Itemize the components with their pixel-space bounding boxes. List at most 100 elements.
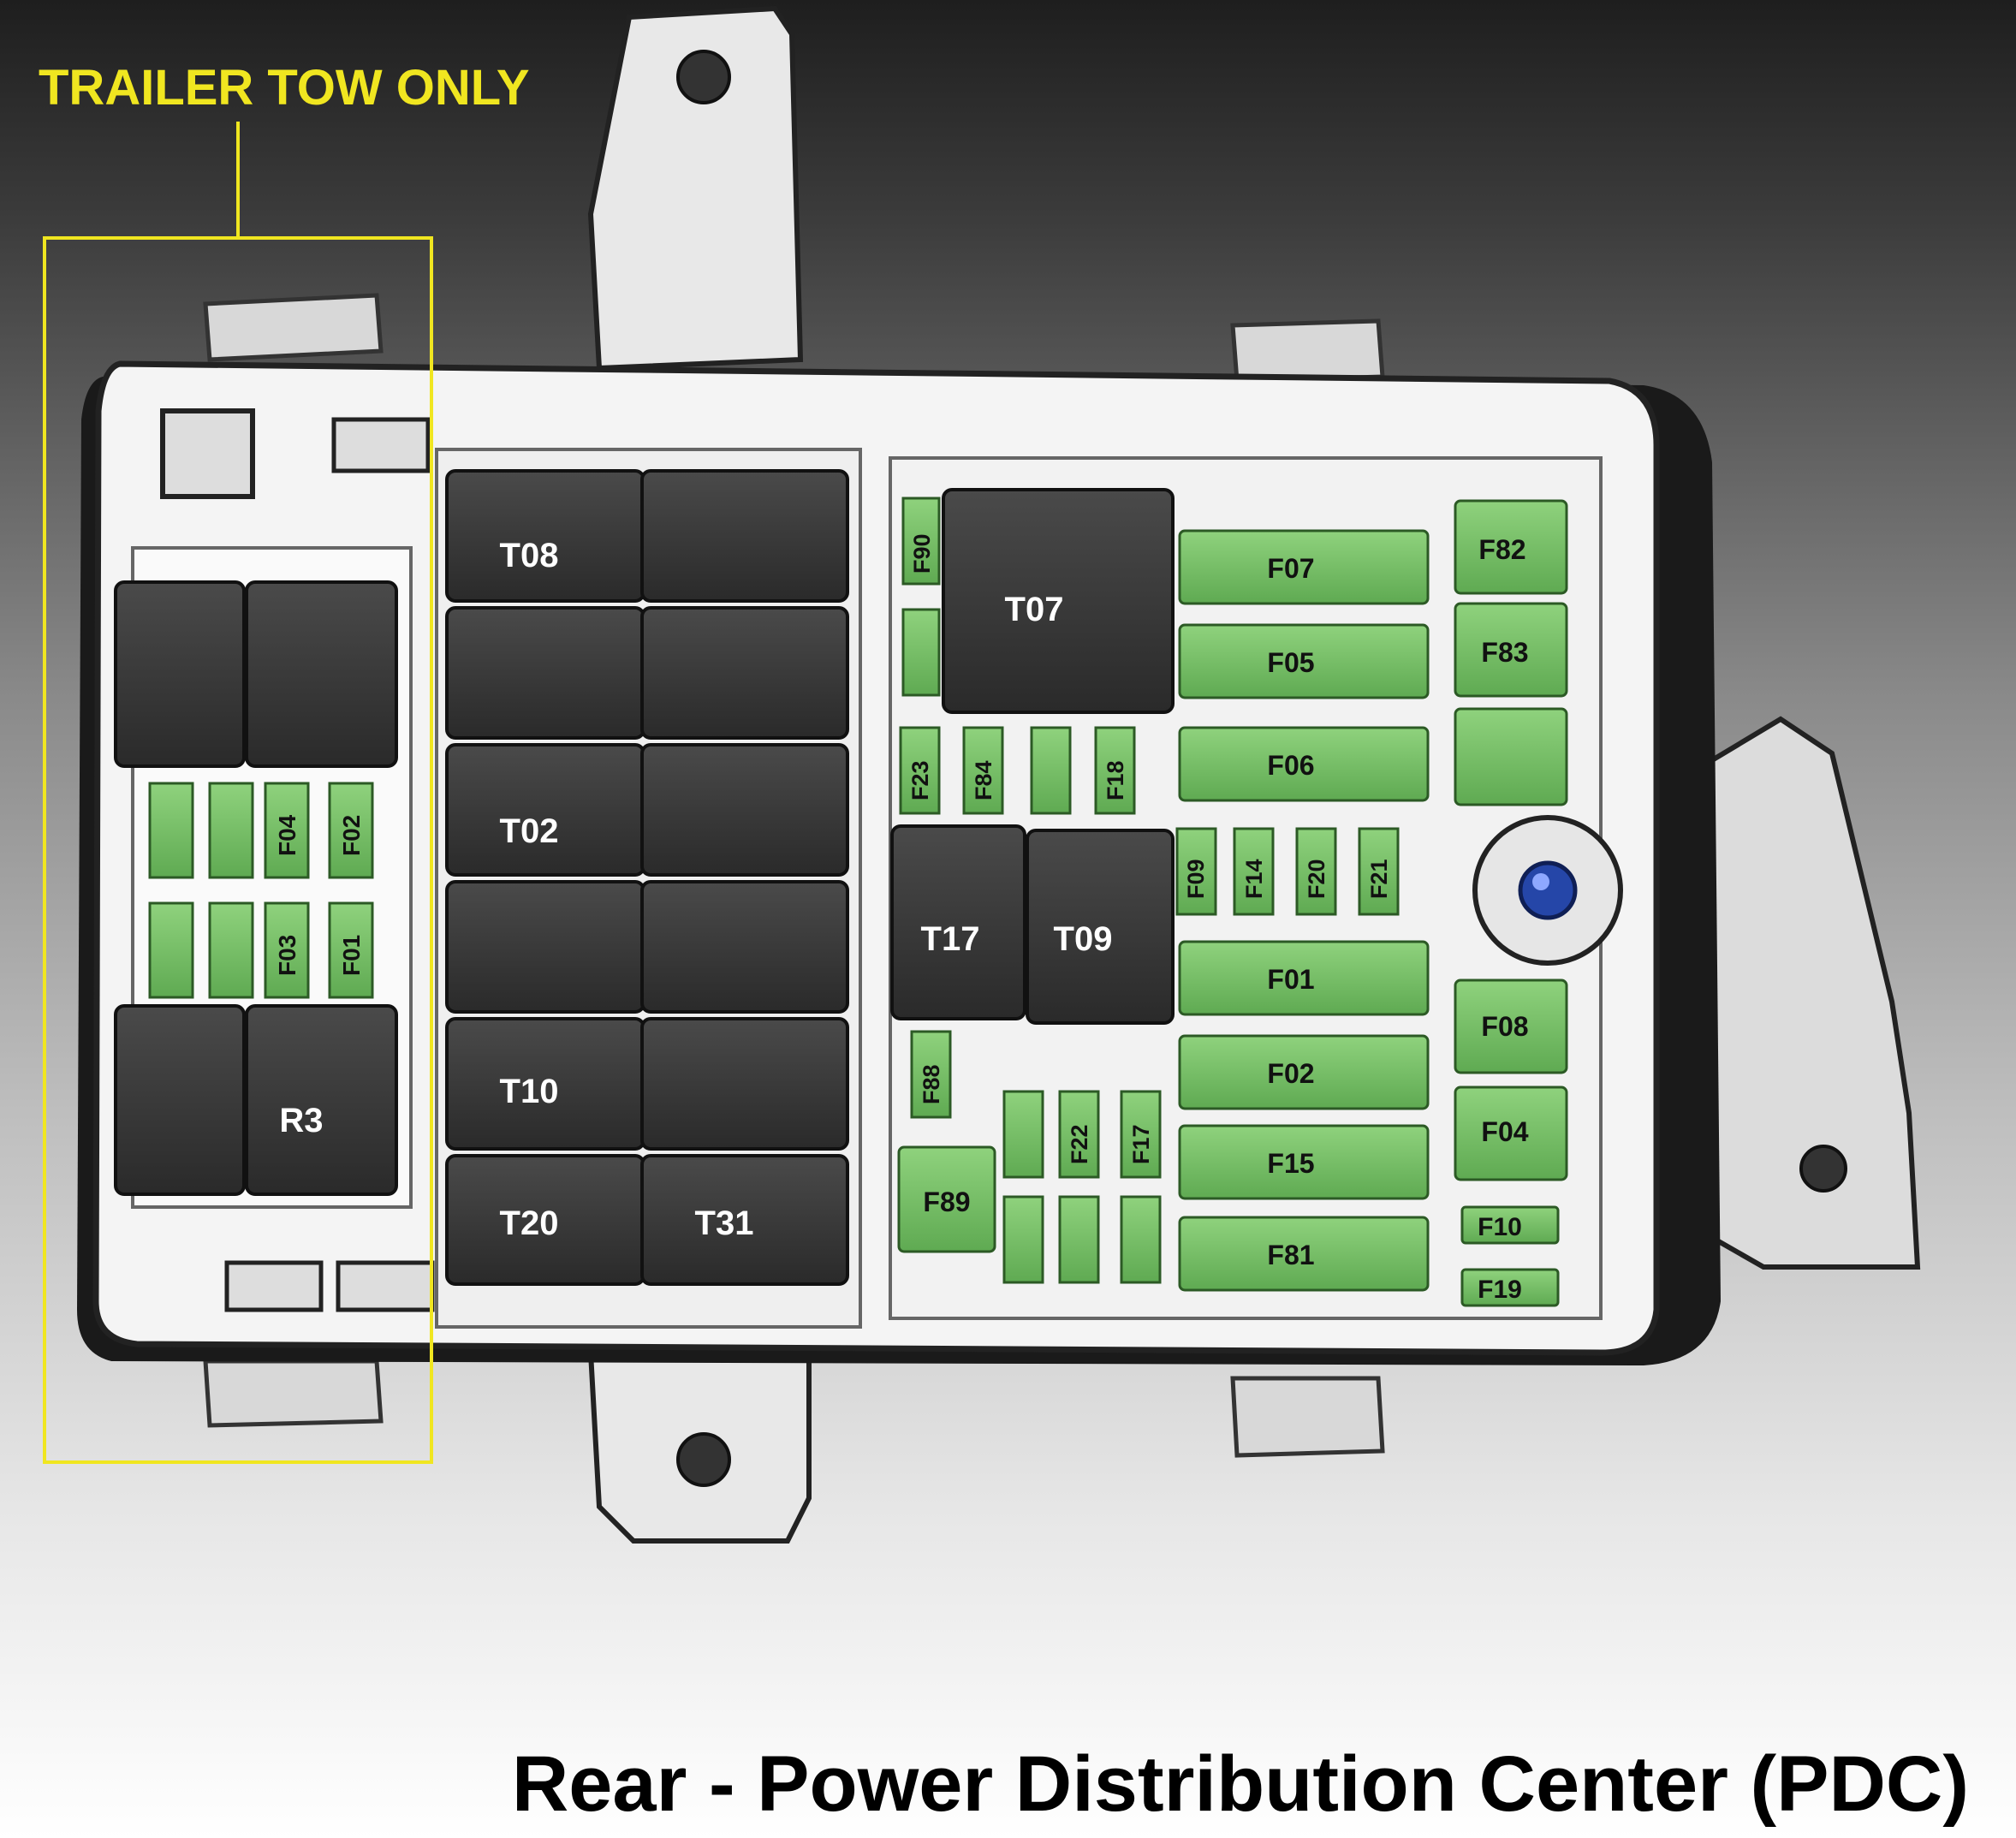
- fuse-blank-2: [1030, 726, 1072, 815]
- fuse-blank-4: [1002, 1195, 1044, 1284]
- trailer-fuse-blank-3: [148, 901, 194, 999]
- fuse-blank-1: [901, 608, 941, 697]
- fuse-f83: [1454, 602, 1568, 698]
- fuse-f14: [1233, 827, 1275, 916]
- fuse-f89-label: F89: [923, 1187, 970, 1217]
- fuse-f21: [1358, 827, 1400, 916]
- fuse-f81-label: F81: [1267, 1240, 1314, 1270]
- fuse-f17-label: F17: [1128, 1124, 1154, 1164]
- fuse-f06-label: F06: [1267, 750, 1314, 781]
- trailer-fuse-f04-label: F04: [274, 814, 300, 856]
- trailer-fuse-f04: [264, 782, 310, 879]
- fuse-f15: [1178, 1124, 1430, 1200]
- relay-t08-label: T08: [500, 537, 559, 574]
- fuse-f82-label: F82: [1478, 534, 1525, 565]
- trailer-fuse-blank-2: [208, 782, 254, 879]
- relay-center-6: [640, 743, 849, 877]
- fuse-f04: [1454, 1086, 1568, 1181]
- fuse-f18-label: F18: [1103, 760, 1128, 800]
- trailer-relay-1: [114, 580, 246, 768]
- fuse-f88: [910, 1030, 952, 1119]
- relay-center-8: [640, 880, 849, 1014]
- relay-t09: [1026, 829, 1175, 1025]
- fuse-f84-label: F84: [971, 760, 996, 800]
- fuse-f90: [901, 497, 941, 586]
- fuse-f90-label: F90: [909, 533, 935, 574]
- fuse-f22-label: F22: [1067, 1124, 1092, 1164]
- right-relays: T07 T17 T09: [890, 488, 1175, 1025]
- fuse-blank-5: [1058, 1195, 1100, 1284]
- relay-t02-label: T02: [500, 812, 559, 850]
- fuse-f15-label: F15: [1267, 1148, 1314, 1179]
- fuse-f21-label: F21: [1366, 859, 1392, 899]
- fuse-blank-block: [1454, 707, 1568, 806]
- relay-center-2: [640, 469, 849, 603]
- block-fuses: F82 F83 F08 F04 F89: [897, 499, 1568, 1253]
- fuse-f88-label: F88: [919, 1064, 944, 1104]
- fuse-f23-label: F23: [907, 760, 933, 800]
- fuse-f19-label: F19: [1478, 1276, 1522, 1304]
- trailer-fuse-f01: [328, 901, 374, 999]
- fuse-f08-label: F08: [1481, 1011, 1528, 1042]
- fuse-f20: [1295, 827, 1337, 916]
- fuse-f20-label: F20: [1304, 859, 1329, 899]
- relay-r3: [245, 1004, 398, 1196]
- trailer-fuse-f02-label: F02: [338, 815, 365, 856]
- trailer-fuse-f03-label: F03: [274, 935, 300, 976]
- mini-fuses: F90 F23 F84 F18 F09 F14 F20 F21 F88 F22 …: [899, 497, 1400, 1284]
- trailer-fuse-f03: [264, 901, 310, 999]
- fuse-f18: [1094, 726, 1136, 815]
- center-relays: T08 T02 T10 T20 T31: [445, 469, 849, 1286]
- fuse-blank-3: [1002, 1090, 1044, 1179]
- relay-r3-label: R3: [279, 1102, 323, 1139]
- fuse-f83-label: F83: [1481, 637, 1528, 668]
- diagram-title: Rear - Power Distribution Center (PDC): [512, 1740, 1969, 1828]
- relay-center-7: [445, 880, 645, 1014]
- fuse-f82: [1454, 499, 1568, 595]
- cartridge-fuses: F07 F05 F06 F01 F02 F15 F81: [1178, 529, 1430, 1292]
- trailer-tow-box: [43, 236, 433, 1464]
- fuse-f02-label: F02: [1267, 1058, 1314, 1089]
- relay-t10-label: T10: [500, 1073, 559, 1110]
- fuse-f06: [1178, 726, 1430, 802]
- fuse-f10: [1460, 1205, 1560, 1245]
- trailer-relay-2: [245, 580, 398, 768]
- relay-center-4: [640, 606, 849, 740]
- trailer-fuses: F04 F02 F03 F01: [148, 782, 374, 999]
- fuse-f02: [1178, 1034, 1430, 1110]
- relay-t17: [890, 824, 1026, 1020]
- trailer-tow-label: TRAILER TOW ONLY: [39, 60, 530, 116]
- trailer-tow-callout: TRAILER TOW ONLY: [39, 60, 530, 1464]
- fuse-f01: [1178, 940, 1430, 1016]
- fuse-f17: [1120, 1090, 1162, 1179]
- fuse-f23: [899, 726, 941, 815]
- relay-t17-label: T17: [921, 920, 980, 958]
- fuse-f01-label: F01: [1267, 964, 1314, 995]
- fuse-f89: [897, 1145, 996, 1253]
- fuse-f10-label: F10: [1478, 1213, 1522, 1241]
- fuse-f07: [1178, 529, 1430, 605]
- relay-t31: [640, 1154, 849, 1286]
- fuse-f05: [1178, 623, 1430, 699]
- fuse-f14-label: F14: [1241, 859, 1267, 899]
- trailer-fuse-f01-label: F01: [338, 935, 365, 976]
- relay-t09-label: T09: [1054, 920, 1113, 958]
- relay-t07-label: T07: [1005, 591, 1064, 628]
- trailer-relays: R3: [114, 580, 398, 1196]
- fuse-blank-6: [1120, 1195, 1162, 1284]
- small-fuses: F10 F19: [1460, 1205, 1560, 1307]
- fuse-f04-label: F04: [1481, 1116, 1528, 1147]
- fuse-f19: [1460, 1268, 1560, 1307]
- fuse-f09-label: F09: [1183, 859, 1209, 899]
- trailer-relay-3: [114, 1004, 246, 1196]
- fuse-f09: [1175, 827, 1217, 916]
- fuse-f08: [1454, 978, 1568, 1074]
- relay-t20-label: T20: [500, 1205, 559, 1242]
- fuse-f81: [1178, 1216, 1430, 1292]
- relay-t07: [942, 488, 1175, 714]
- trailer-fuse-f02: [328, 782, 374, 879]
- fuse-f07-label: F07: [1267, 553, 1314, 584]
- relay-center-3: [445, 606, 645, 740]
- relay-t02: [445, 743, 645, 877]
